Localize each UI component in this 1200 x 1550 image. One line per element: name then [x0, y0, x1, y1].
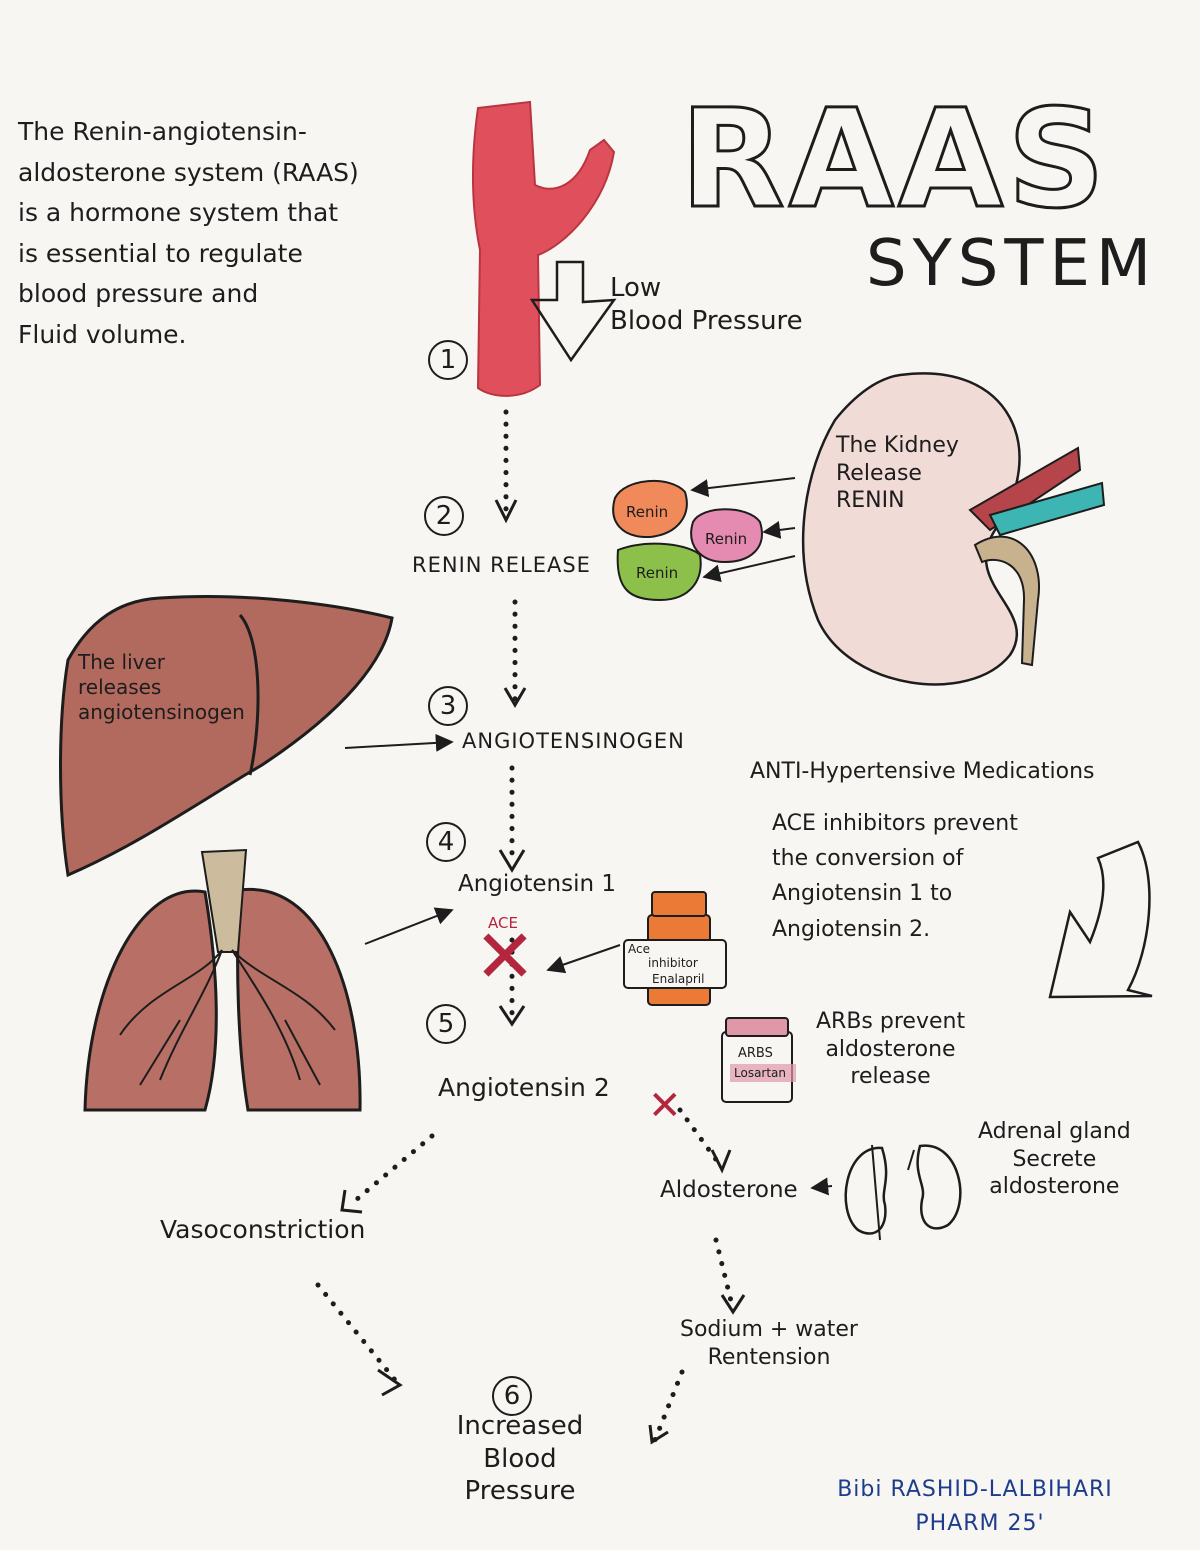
title-system: SYSTEM	[866, 227, 1158, 301]
step-number-2: 2	[424, 496, 464, 536]
medications-heading: ANTI-Hypertensive Medications	[750, 759, 1095, 784]
vasoconstriction-label: Vasoconstriction	[160, 1215, 366, 1244]
adrenal-text: Adrenal gland Secrete aldosterone	[978, 1119, 1131, 1199]
arb-pill-line2: Losartan	[734, 1066, 787, 1080]
signature-name: Bibi RASHID-LALBIHARI	[837, 1477, 1113, 1502]
block-x-icon-2: ✕	[648, 1083, 682, 1129]
intro-text: The Renin-angiotensin- aldosterone syste…	[18, 117, 359, 349]
renin-blob-orange	[612, 480, 688, 539]
step-number-4: 4	[426, 822, 466, 862]
ace-pill-line1: Ace	[628, 942, 650, 956]
ace-label: ACE	[488, 914, 518, 932]
curved-arrow-icon	[1048, 840, 1153, 999]
arb-text: ARBs prevent aldosterone release	[816, 1009, 966, 1089]
liver-text: The liver releases angiotensinogen	[78, 650, 245, 724]
artery-illustration	[472, 100, 616, 397]
renin-label-3: Renin	[636, 564, 679, 582]
title-raas: RAAS	[678, 81, 1110, 239]
step-number-3: 3	[428, 686, 468, 726]
flow-dotted-arrows	[315, 409, 735, 1443]
arb-pill-line1: ARBS	[738, 1046, 773, 1061]
ace-pill-line2: inhibitor	[648, 956, 698, 970]
renin-label-1: Renin	[626, 503, 669, 521]
aldosterone-label: Aldosterone	[660, 1177, 798, 1203]
sodium-water-label: Sodium + water Rentension	[680, 1317, 858, 1370]
ace-inhibitor-text: ACE inhibitors prevent the conversion of…	[772, 811, 1018, 942]
renin-blob-green	[616, 542, 702, 602]
step-5-label: Angiotensin 2	[438, 1073, 610, 1102]
step-4-label: Angiotensin 1	[458, 871, 617, 897]
step-number-1: 1	[428, 340, 468, 380]
right-lung-illustration	[236, 887, 362, 1112]
step-1-label: Low Blood Pressure	[610, 273, 803, 336]
kidney-text: The Kidney Release RENIN	[836, 433, 959, 513]
down-arrow-icon	[529, 260, 617, 363]
renal-vein	[968, 446, 1082, 532]
step-2-label: RENIN RELEASE	[412, 553, 591, 577]
renal-artery	[988, 481, 1106, 537]
adrenal-gland-illustration	[844, 1146, 888, 1235]
step-number-6: 6	[492, 1376, 532, 1416]
ureter	[973, 535, 1040, 667]
left-lung-illustration	[83, 889, 218, 1112]
block-x-icon: ✕	[474, 914, 537, 1000]
signature-program: PHARM 25'	[915, 1511, 1045, 1536]
step-number-5: 5	[426, 1004, 466, 1044]
ace-pill-line3: Enalapril	[652, 972, 705, 986]
kidney-illustration	[801, 372, 1021, 686]
renin-blob-pink	[690, 508, 763, 564]
step-3-label: ANGIOTENSINOGEN	[462, 729, 685, 753]
step-6-label: Increased Blood Pressure	[456, 1411, 584, 1506]
trachea-illustration	[200, 848, 248, 953]
renin-label-2: Renin	[705, 530, 748, 548]
liver-illustration	[59, 595, 394, 878]
